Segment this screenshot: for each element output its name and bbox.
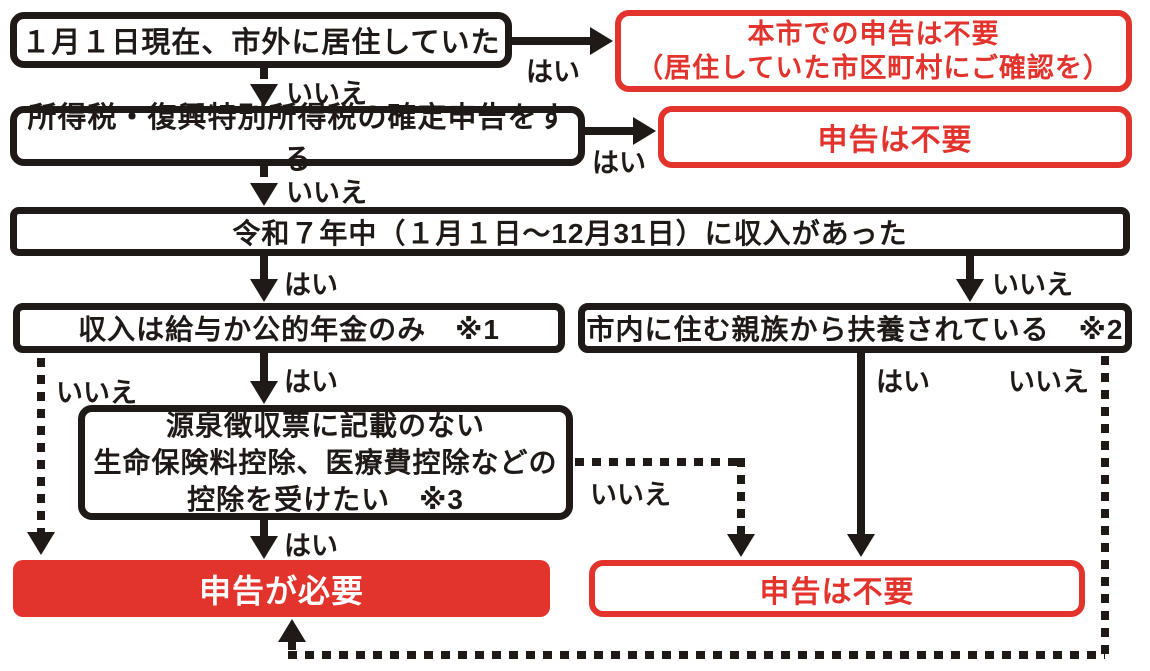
node-declaration-not-required-top-label: 申告は不要: [817, 124, 973, 157]
node-income-tax-final-return-label: 所得税・復興特別所得税の確定申告をする: [27, 102, 568, 176]
node-had-income-reiwa7: 令和７年中（１月１日～12月31日）に収入があった: [10, 207, 1130, 256]
node-declaration-required-label: 申告が必要: [198, 572, 364, 609]
arrow-dependent-yes-head: [847, 534, 875, 557]
arrow-deduction-yes-shaft: [260, 520, 268, 538]
node-declaration-required: 申告が必要: [13, 560, 550, 617]
arrow-final-return-no-shaft: [260, 166, 268, 177]
label-salary-no: いいえ: [56, 378, 137, 408]
node-salary-or-pension-only: 収入は給与か公的年金のみ ※1: [13, 303, 565, 353]
arrow-resident-yes-shaft: [512, 37, 592, 45]
arrow-income-yes-head: [250, 279, 278, 302]
arrow-dependent-yes-shaft: [857, 353, 865, 536]
arrow-resident-yes-head: [590, 27, 613, 55]
arrow-dependent-no-dashed-up: [288, 641, 296, 653]
node-salary-or-pension-only-label: 収入は給与か公的年金のみ ※1: [78, 314, 500, 345]
arrow-salary-no-head: [27, 532, 55, 555]
arrow-final-return-yes-head: [633, 117, 656, 145]
label-dependent-no: いいえ: [1008, 367, 1089, 397]
label-resident-no: いいえ: [286, 79, 367, 109]
label-income-no: いいえ: [992, 270, 1073, 300]
node-supported-by-relative: 市内に住む親族から扶養されている ※2: [578, 303, 1132, 353]
arrow-deduction-yes-head: [250, 536, 278, 559]
arrow-dependent-no-dashed-bottom: [288, 651, 1105, 659]
label-resident-yes: はい: [526, 57, 580, 87]
arrow-deduction-no-head: [727, 534, 755, 557]
node-no-declaration-this-city: 本市での申告は不要 （居住していた市区町村にご確認を）: [615, 10, 1132, 92]
label-final-return-no: いいえ: [286, 178, 367, 208]
arrow-dependent-no-dashed-right: [1101, 356, 1109, 655]
arrow-deduction-no-dashed-h: [575, 458, 743, 466]
arrow-income-no-shaft: [966, 255, 974, 281]
node-had-income-reiwa7-label: 令和７年中（１月１日～12月31日）に収入があった: [232, 217, 908, 249]
arrow-resident-no-shaft: [260, 68, 268, 79]
node-want-deductions: 源泉徴収票に記載のない 生命保険料控除、医療費控除などの 控除を受けたい ※3: [78, 405, 573, 520]
arrow-salary-no-dashed-shaft: [37, 358, 45, 532]
node-lived-outside-city: １月１日現在、市外に居住していた: [10, 12, 512, 68]
arrow-salary-yes-shaft: [260, 353, 268, 383]
node-declaration-not-required-bottom-label: 申告は不要: [759, 575, 915, 609]
label-final-return-yes: はい: [592, 148, 646, 178]
node-supported-by-relative-label: 市内に住む親族から扶養されている ※2: [586, 314, 1124, 345]
node-income-tax-final-return: 所得税・復興特別所得税の確定申告をする: [10, 102, 585, 176]
arrow-salary-yes-head: [250, 381, 278, 404]
arrow-final-return-yes-shaft: [585, 127, 635, 135]
label-dependent-yes: はい: [876, 367, 930, 397]
arrow-resident-no-head: [250, 84, 278, 107]
label-deduction-no: いいえ: [590, 480, 671, 510]
arrow-deduction-no-dashed-v: [737, 458, 745, 536]
node-want-deductions-line1: 源泉徴収票に記載のない: [165, 410, 485, 441]
node-declaration-not-required-bottom: 申告は不要: [589, 560, 1085, 617]
arrow-income-yes-shaft: [260, 255, 268, 281]
node-no-declaration-this-city-line1: 本市での申告は不要: [747, 19, 1000, 49]
label-salary-yes: はい: [284, 367, 338, 397]
node-want-deductions-line2: 生命保険料控除、医療費控除などの: [93, 447, 558, 478]
label-deduction-yes: はい: [284, 531, 338, 561]
node-declaration-not-required-top: 申告は不要: [658, 106, 1132, 168]
arrow-final-return-no-head: [250, 183, 278, 206]
node-no-declaration-this-city-line2: （居住していた市区町村にご確認を）: [636, 53, 1111, 83]
node-lived-outside-city-label: １月１日現在、市外に居住していた: [21, 27, 501, 59]
node-want-deductions-line3: 控除を受けたい ※3: [187, 484, 464, 515]
arrow-income-no-head: [956, 279, 984, 302]
label-income-yes: はい: [284, 270, 338, 300]
arrow-dependent-no-head: [278, 619, 306, 642]
